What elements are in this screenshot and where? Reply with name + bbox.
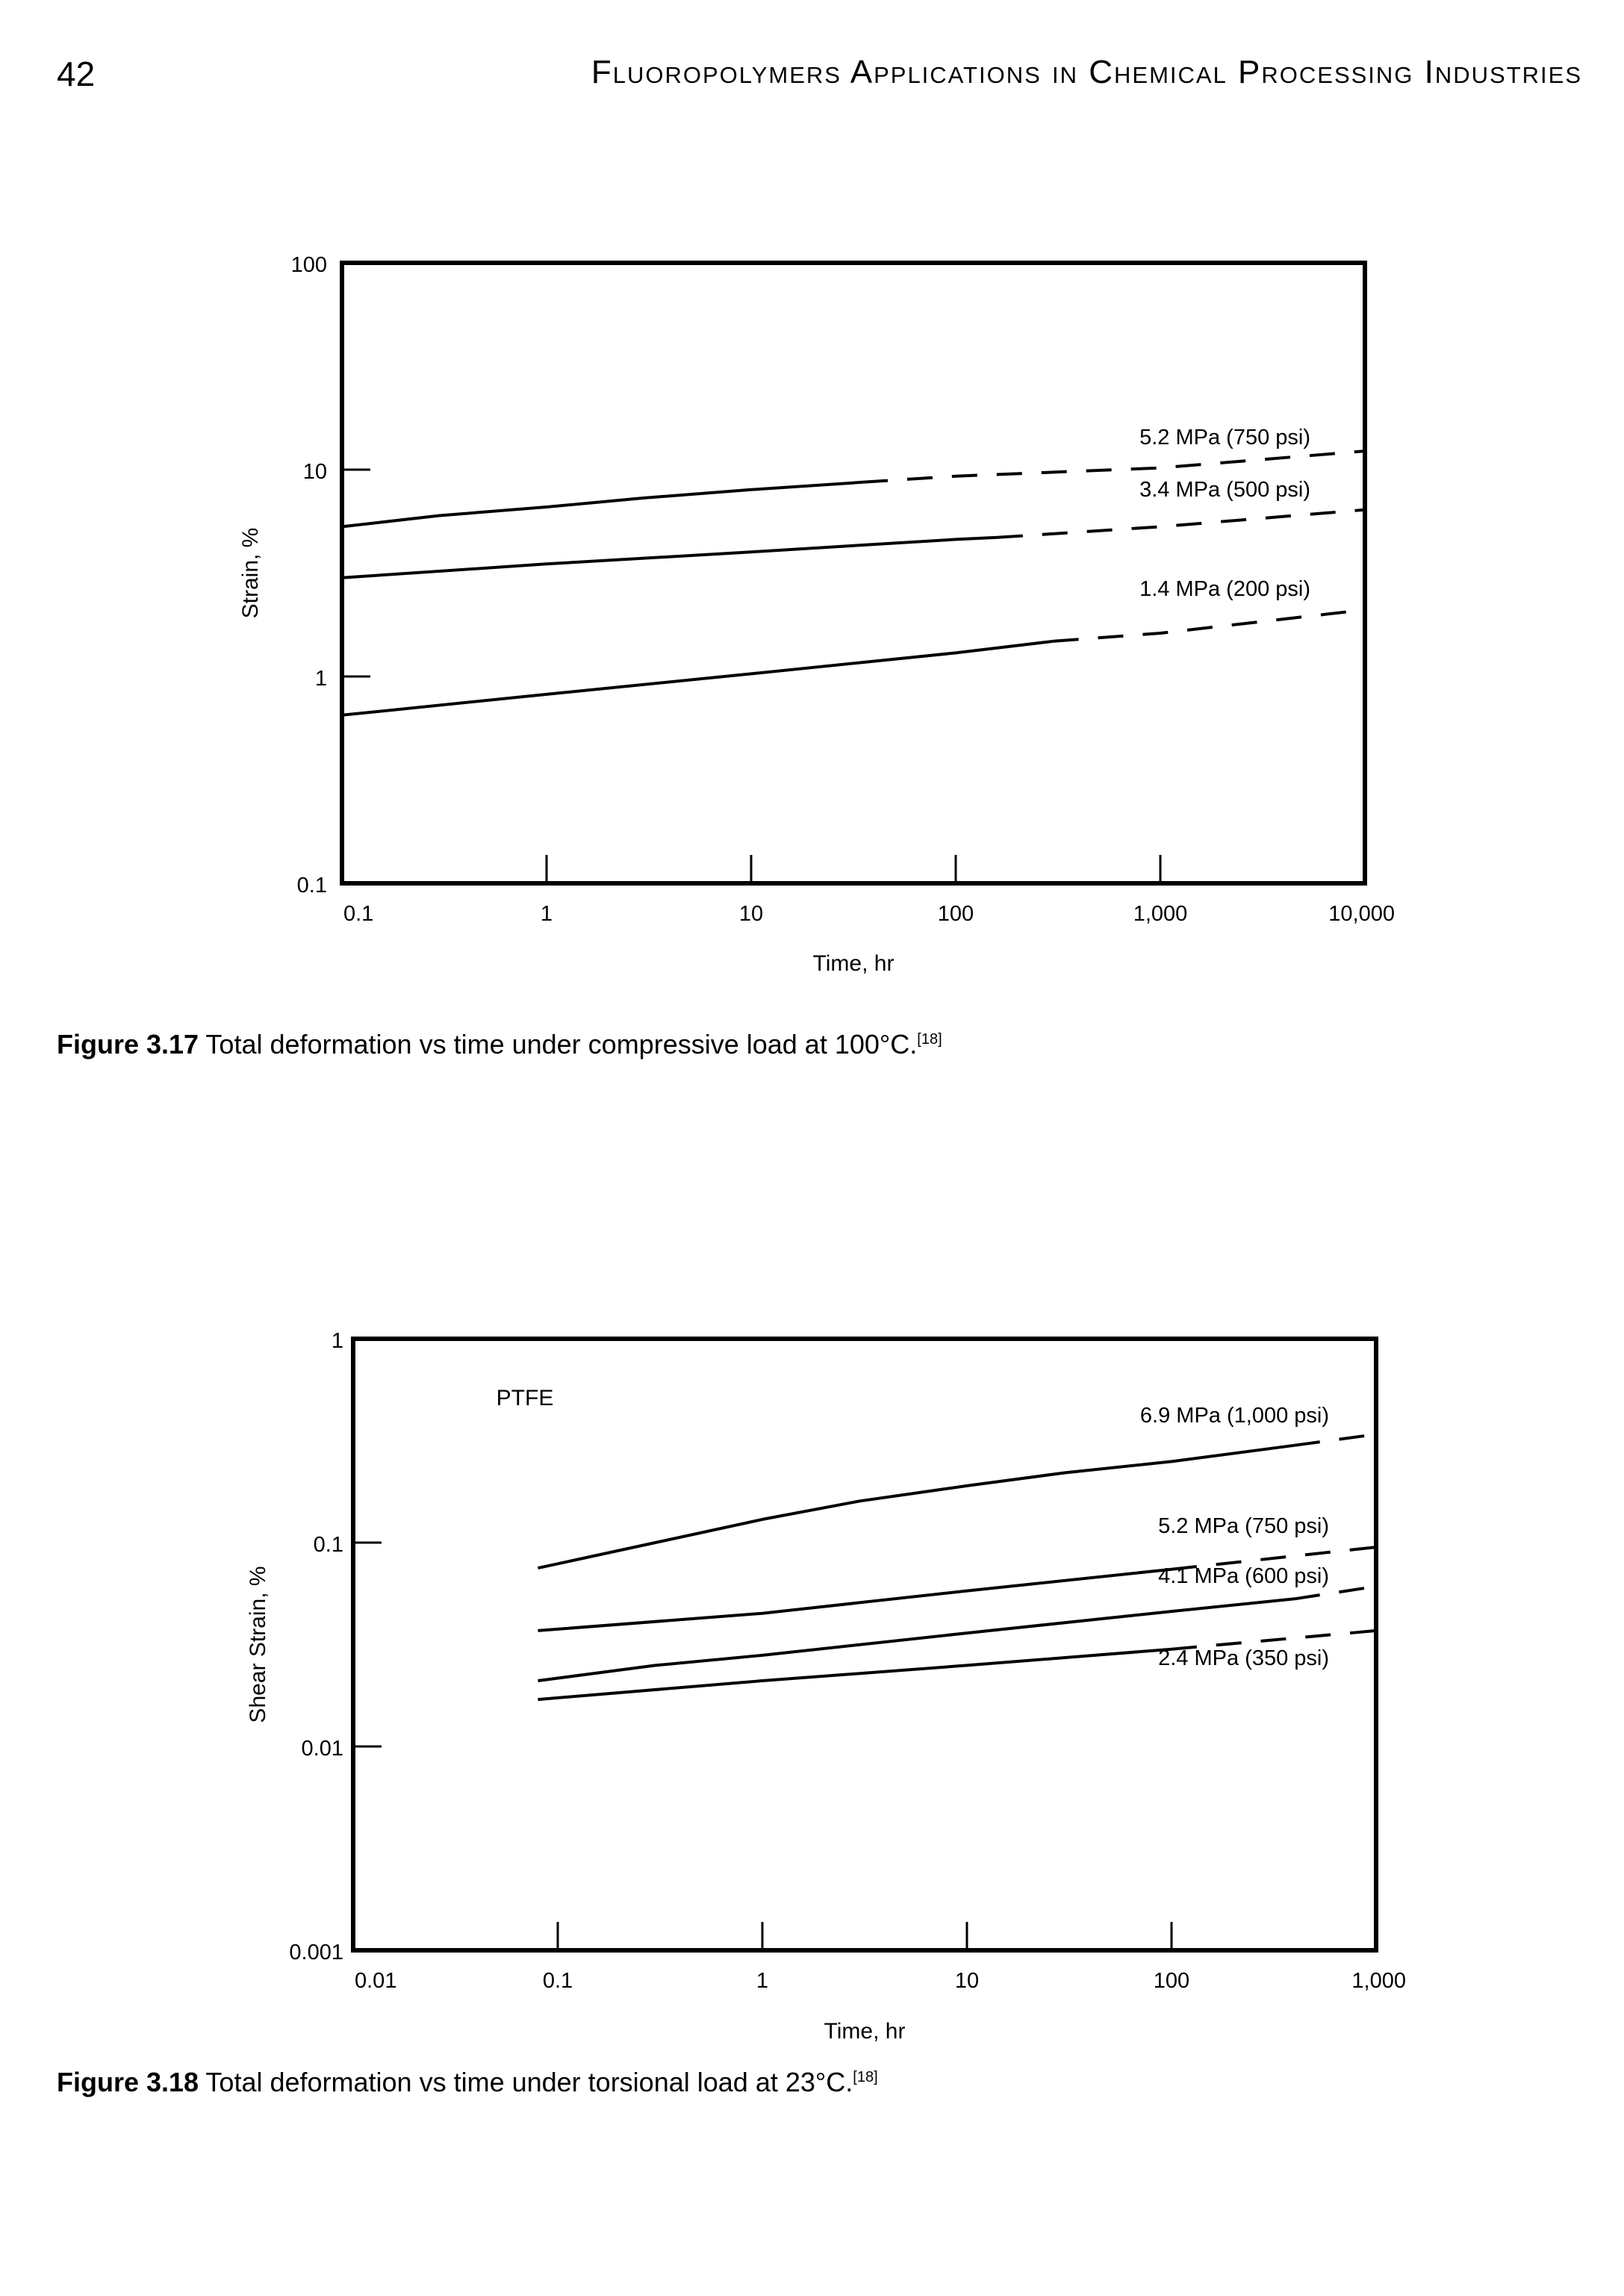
caption-text: Total deformation vs time under torsiona… bbox=[199, 2067, 853, 2097]
x-tick-label: 10 bbox=[739, 902, 763, 926]
x-tick-label: 1 bbox=[541, 902, 553, 926]
figure-label: Figure 3.18 bbox=[57, 2067, 199, 2097]
series-line-dashed bbox=[1294, 1584, 1377, 1601]
y-tick-label: 1 bbox=[332, 1329, 343, 1353]
series-line-dashed bbox=[862, 449, 1366, 484]
y-tick-label: 0.01 bbox=[302, 1737, 343, 1761]
series-line-dashed bbox=[1294, 1432, 1377, 1447]
series-line-dashed bbox=[1171, 1628, 1377, 1651]
x-tick-label: 10,000 bbox=[1328, 902, 1395, 926]
series-label: 5.2 MPa (750 psi) bbox=[1139, 426, 1310, 449]
series-label: 1.4 MPa (200 psi) bbox=[1139, 577, 1310, 601]
y-tick-label: 10 bbox=[303, 460, 327, 484]
series-line-solid bbox=[538, 1647, 1172, 1702]
figure-label: Figure 3.17 bbox=[57, 1029, 199, 1060]
series-label: 5.2 MPa (750 psi) bbox=[1158, 1514, 1329, 1538]
series-label: 6.9 MPa (1,000 psi) bbox=[1140, 1404, 1329, 1428]
caption-reference: [18] bbox=[853, 2069, 878, 2085]
x-axis-label: Time, hr bbox=[813, 951, 895, 976]
x-tick-label: 1,000 bbox=[1133, 902, 1188, 926]
y-tick-label: 0.001 bbox=[289, 1941, 343, 1964]
series-label: 4.1 MPa (600 psi) bbox=[1158, 1564, 1329, 1588]
x-tick-label: 1 bbox=[756, 1969, 768, 1993]
y-tick-label: 1 bbox=[315, 667, 327, 691]
x-tick-label: 100 bbox=[938, 902, 974, 926]
series-line-dashed bbox=[997, 508, 1366, 539]
y-axis-label: Shear Strain, % bbox=[246, 1566, 270, 1723]
y-tick-label: 0.1 bbox=[297, 874, 327, 897]
caption-text: Total deformation vs time under compress… bbox=[199, 1029, 918, 1060]
series-line-solid bbox=[538, 1597, 1295, 1682]
series-line-dashed bbox=[1053, 608, 1366, 643]
x-tick-label: 100 bbox=[1154, 1969, 1189, 1993]
x-tick-label: 10 bbox=[955, 1969, 979, 1993]
y-tick-label: 0.1 bbox=[314, 1533, 343, 1557]
series-label: 3.4 MPa (500 psi) bbox=[1139, 478, 1310, 502]
caption-reference: [18] bbox=[917, 1031, 942, 1048]
series-line-dashed bbox=[1171, 1546, 1377, 1571]
series-line-solid bbox=[341, 480, 863, 529]
series-line-solid bbox=[341, 535, 998, 579]
x-tick-label: 0.01 bbox=[355, 1969, 396, 1993]
y-tick-label: 100 bbox=[291, 253, 327, 277]
series-line-solid bbox=[538, 1567, 1172, 1632]
series-line-solid bbox=[341, 639, 1054, 717]
running-header: Fluoropolymers Applications in Chemical … bbox=[591, 54, 1582, 90]
plot-frame bbox=[340, 261, 1367, 886]
page-number: 42 bbox=[57, 55, 96, 93]
figure-caption: Figure 3.18 Total deformation vs time un… bbox=[57, 2067, 878, 2098]
series-line-solid bbox=[537, 1443, 1295, 1570]
x-tick-label: 1,000 bbox=[1351, 1969, 1406, 1993]
plot-frame bbox=[351, 1337, 1378, 1953]
x-tick-label: 0.1 bbox=[543, 1969, 573, 1993]
chart-annotation: PTFE bbox=[497, 1386, 554, 1410]
series-label: 2.4 MPa (350 psi) bbox=[1158, 1646, 1329, 1670]
figure-caption: Figure 3.17 Total deformation vs time un… bbox=[57, 1029, 942, 1060]
y-axis-label: Strain, % bbox=[238, 528, 263, 619]
x-axis-label: Time, hr bbox=[824, 2019, 906, 2044]
x-tick-label: 0.1 bbox=[343, 902, 373, 926]
